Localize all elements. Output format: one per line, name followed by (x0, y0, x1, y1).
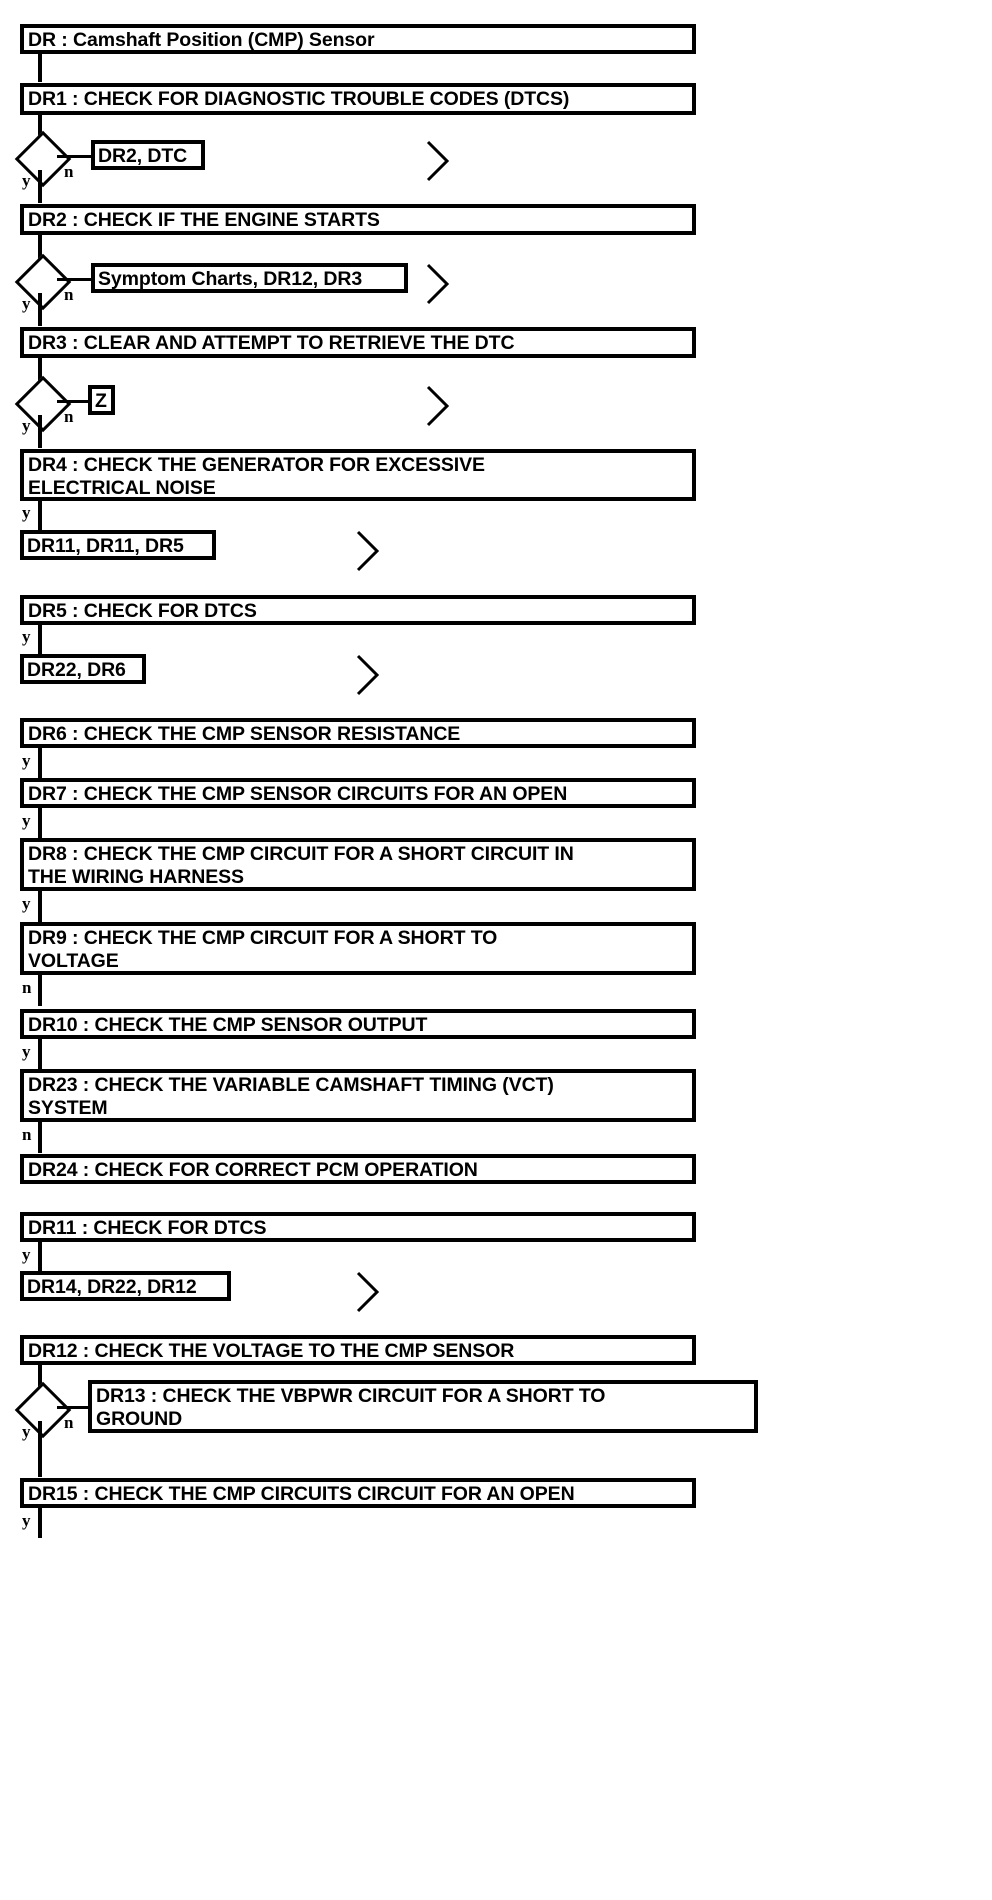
connector-dr23-to-dr24 (38, 1120, 42, 1153)
step-box-dr9[interactable]: DR9 : CHECK THE CMP CIRCUIT FOR A SHORT … (20, 922, 696, 975)
chevron-marker-6 (355, 1270, 385, 1316)
branch-label-dr7-yes: y (22, 811, 31, 830)
step-box-dr8[interactable]: DR8 : CHECK THE CMP CIRCUIT FOR A SHORT … (20, 838, 696, 891)
branch-label-dr10-yes: y (22, 1042, 31, 1061)
chevron-marker-5 (355, 653, 385, 699)
step-box-dr24[interactable]: DR24 : CHECK FOR CORRECT PCM OPERATION (20, 1154, 696, 1184)
connector-dr3-to-dr4 (38, 415, 42, 448)
branch-label-dr3-no: n (64, 407, 74, 426)
branch-label-dr12-no: n (64, 1413, 74, 1432)
connector-dr2-to-dr3 (38, 293, 42, 326)
connector-dr-to-dr1 (38, 52, 42, 82)
branch-label-dr4-yes: y (22, 503, 31, 522)
branch-label-dr11-yes: y (22, 1245, 31, 1264)
step-box-dr15[interactable]: DR15 : CHECK THE CMP CIRCUITS CIRCUIT FO… (20, 1478, 696, 1508)
connector-dr8-to-dr9 (38, 889, 42, 922)
chevron-marker-3 (425, 384, 455, 430)
branch-label-dr23-no: n (22, 1125, 32, 1144)
ref-box-z[interactable]: Z (88, 385, 115, 415)
ref-box-dr14-dr22-dr12[interactable]: DR14, DR22, DR12 (20, 1271, 231, 1301)
step-box-dr7[interactable]: DR7 : CHECK THE CMP SENSOR CIRCUITS FOR … (20, 778, 696, 808)
connector-dr1-to-dr2 (38, 170, 42, 203)
step-box-dr23[interactable]: DR23 : CHECK THE VARIABLE CAMSHAFT TIMIN… (20, 1069, 696, 1122)
ref-box-dr2-dtc[interactable]: DR2, DTC (91, 140, 205, 170)
chevron-marker-4 (355, 529, 385, 575)
step-box-dr1[interactable]: DR1 : CHECK FOR DIAGNOSTIC TROUBLE CODES… (20, 83, 696, 115)
branch-label-dr15-yes: y (22, 1511, 31, 1530)
ref-box-dr11-dr11-dr5[interactable]: DR11, DR11, DR5 (20, 530, 216, 560)
step-box-dr2[interactable]: DR2 : CHECK IF THE ENGINE STARTS (20, 204, 696, 235)
connector-dr1-down (38, 113, 42, 146)
connector-dr3-down (38, 356, 42, 389)
connector-dr11-down (38, 1240, 42, 1272)
connector-dr4-down (38, 499, 42, 531)
branch-label-dr5-yes: y (22, 627, 31, 646)
step-box-dr4[interactable]: DR4 : CHECK THE GENERATOR FOR EXCESSIVE … (20, 449, 696, 501)
chevron-marker-2 (425, 262, 455, 308)
branch-label-dr2-yes: y (22, 294, 31, 313)
connector-dr2-down (38, 233, 42, 266)
connector-dr6-to-dr7 (38, 746, 42, 779)
branch-label-dr9-no: n (22, 978, 32, 997)
step-box-dr6[interactable]: DR6 : CHECK THE CMP SENSOR RESISTANCE (20, 718, 696, 748)
connector-dr12-to-dr15 (38, 1421, 42, 1477)
branch-label-dr8-yes: y (22, 894, 31, 913)
step-box-dr[interactable]: DR : Camshaft Position (CMP) Sensor (20, 24, 696, 54)
ref-box-symptom-charts[interactable]: Symptom Charts, DR12, DR3 (91, 263, 408, 293)
connector-dr1-no (57, 155, 94, 158)
ref-box-dr22-dr6[interactable]: DR22, DR6 (20, 654, 146, 684)
branch-label-dr12-yes: y (22, 1422, 31, 1441)
connector-dr9-to-dr10 (38, 973, 42, 1006)
step-box-dr5[interactable]: DR5 : CHECK FOR DTCS (20, 595, 696, 625)
connector-dr5-down (38, 623, 42, 655)
branch-label-dr1-yes: y (22, 171, 31, 190)
branch-label-dr1-no: n (64, 162, 74, 181)
chevron-marker-1 (425, 139, 455, 185)
connector-dr12-no (57, 1406, 91, 1409)
connector-dr2-no (57, 278, 94, 281)
step-box-dr12[interactable]: DR12 : CHECK THE VOLTAGE TO THE CMP SENS… (20, 1335, 696, 1365)
connector-dr10-to-dr23 (38, 1037, 42, 1070)
step-box-dr10[interactable]: DR10 : CHECK THE CMP SENSOR OUTPUT (20, 1009, 696, 1039)
step-box-dr11[interactable]: DR11 : CHECK FOR DTCS (20, 1212, 696, 1242)
connector-dr7-to-dr8 (38, 806, 42, 839)
connector-dr3-no (57, 400, 91, 403)
branch-label-dr3-yes: y (22, 416, 31, 435)
step-box-dr13[interactable]: DR13 : CHECK THE VBPWR CIRCUIT FOR A SHO… (88, 1380, 758, 1433)
connector-dr15-down (38, 1506, 42, 1538)
branch-label-dr2-no: n (64, 285, 74, 304)
branch-label-dr6-yes: y (22, 751, 31, 770)
step-box-dr3[interactable]: DR3 : CLEAR AND ATTEMPT TO RETRIEVE THE … (20, 327, 696, 358)
connector-dr12-down (38, 1363, 42, 1396)
